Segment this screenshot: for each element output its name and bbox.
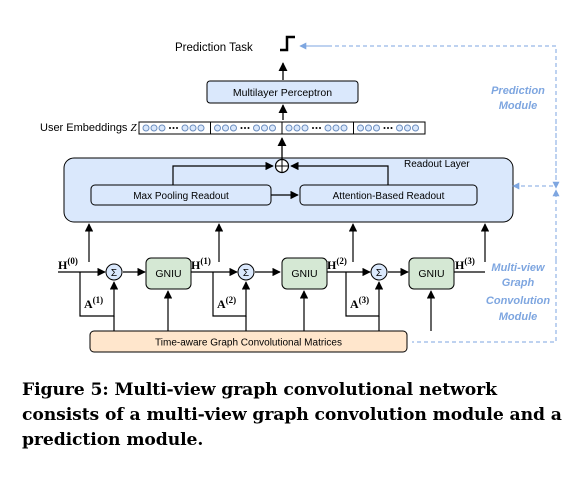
user-embeddings-label: User Embeddings Z [40, 122, 138, 134]
embedding-ellipsis-dot [319, 127, 321, 129]
prediction-task-label: Prediction Task [175, 42, 253, 54]
readout-layer-box [63, 157, 514, 223]
embedding-ellipsis-dot [247, 127, 250, 129]
attention-readout-label: Attention-Based Readout [333, 191, 445, 202]
embedding-unit [222, 124, 229, 132]
gniu-box-1 [145, 257, 192, 290]
embedding-unit [324, 124, 332, 132]
embedding-ellipsis-dot [169, 127, 171, 129]
sum-node-1 [105, 263, 123, 281]
a1-label: A(1) [84, 295, 103, 311]
svg-text:Graph: Graph [502, 277, 535, 289]
step-function-icon [280, 35, 295, 52]
embedding-unit [404, 124, 411, 132]
embedding-unit [261, 124, 268, 132]
embedding-unit [412, 124, 419, 132]
embedding-unit [214, 124, 221, 132]
embedding-unit [365, 124, 372, 132]
embedding-unit [150, 124, 158, 132]
h1-label: H(1) [191, 256, 211, 272]
a3-label: A(3) [350, 295, 369, 311]
svg-text:Convolution: Convolution [486, 295, 550, 307]
embedding-ellipsis-dot [387, 127, 389, 129]
embedding-unit [230, 124, 237, 132]
sum-symbol-3: Σ [376, 268, 382, 279]
time-aware-matrices-box [89, 330, 408, 353]
gniu-label-1: GNIU [155, 268, 181, 280]
svg-text:Prediction: Prediction [491, 85, 545, 97]
line-maxpool-to-plus [172, 161, 274, 185]
svg-text:Multi-view: Multi-view [491, 262, 546, 274]
embedding-ellipsis-dot [176, 127, 178, 129]
figure-caption: Figure 5: Multi-view graph convolutional… [22, 380, 562, 450]
gniu-label-2: GNIU [291, 268, 317, 280]
prediction-module-label: Prediction Module [491, 85, 545, 112]
multiview-module-bracket [412, 260, 557, 343]
embedding-unit [340, 124, 348, 132]
embedding-ellipsis-dot [244, 127, 246, 129]
skip-h2-to-sum3 [345, 272, 384, 317]
embedding-unit [373, 124, 380, 132]
embedding-ellipsis-dot [383, 127, 386, 129]
gniu-label-3: GNIU [418, 268, 444, 280]
embedding-unit [253, 124, 260, 132]
multiview-module-label: Multi-view Graph Convolution Module [486, 262, 550, 323]
embedding-unit [142, 124, 150, 132]
h2-label: H(2) [327, 256, 347, 272]
sum-node-3 [370, 263, 388, 281]
embedding-ellipsis-dot [240, 127, 243, 129]
embedding-ellipsis-dot [390, 127, 393, 129]
embedding-unit [285, 124, 293, 132]
embedding-unit [396, 124, 403, 132]
embedding-unit [332, 124, 340, 132]
gniu-box-2 [281, 257, 328, 290]
sum-symbol-1: Σ [111, 268, 117, 279]
embedding-unit [189, 124, 197, 132]
svg-text:Module: Module [499, 311, 538, 323]
mlp-label: Multilayer Perceptron [233, 87, 332, 99]
embedding-unit [357, 124, 364, 132]
gniu-box-3 [408, 257, 455, 290]
embedding-unit [158, 124, 166, 132]
skip-h0-to-sum1 [79, 272, 119, 317]
prediction-module-bracket [300, 45, 557, 190]
h3-label: H(3) [455, 256, 475, 272]
user-embeddings-vector [138, 121, 426, 135]
time-aware-matrices-label: Time-aware Graph Convolutional Matrices [155, 338, 342, 349]
svg-text:Module: Module [499, 100, 538, 112]
max-pooling-label: Max Pooling Readout [133, 191, 229, 202]
embedding-unit [181, 124, 189, 132]
embedding-ellipsis-dot [315, 127, 318, 129]
skip-h1-to-sum2 [212, 272, 251, 317]
embedding-unit [293, 124, 301, 132]
line-attention-to-plus [290, 161, 389, 185]
sum-symbol-2: Σ [243, 268, 249, 279]
a2-label: A(2) [217, 295, 236, 311]
readout-layer-label: Readout Layer [404, 159, 470, 170]
sum-node-2 [237, 263, 255, 281]
embedding-ellipsis-dot [172, 127, 175, 129]
embedding-unit [269, 124, 276, 132]
embedding-unit [301, 124, 309, 132]
h0-label: H(0) [58, 256, 78, 272]
embedding-unit [197, 124, 205, 132]
embedding-ellipsis-dot [312, 127, 314, 129]
mlp-box [206, 80, 359, 104]
